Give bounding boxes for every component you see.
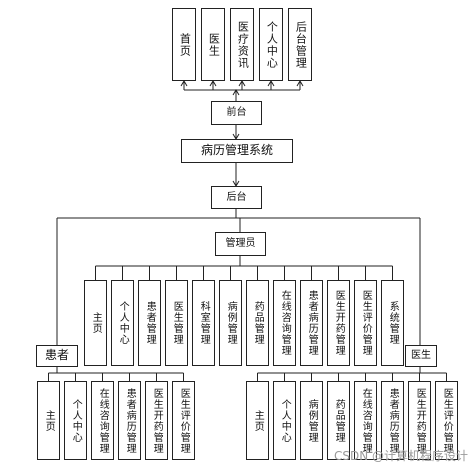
patient-module-box: 主页 <box>37 381 60 460</box>
admin-module-box: 主页 <box>84 280 107 366</box>
top-module-box: 后台管理 <box>288 8 312 81</box>
doctor-module-box: 个人中心 <box>273 381 296 460</box>
patient-module-box: 患者病历管理 <box>118 381 141 460</box>
admin-module-box: 系统管理 <box>381 280 404 366</box>
patient-module-box: 医生开药管理 <box>145 381 168 460</box>
doctor-module-box: 医生评价管理 <box>435 381 458 460</box>
top-module-box: 医疗资讯 <box>230 8 254 81</box>
frontend-node: 前台 <box>211 101 262 125</box>
admin-module-box: 在线咨询管理 <box>273 280 296 366</box>
arrow-head <box>180 80 188 87</box>
admin-module-box: 医生评价管理 <box>354 280 377 366</box>
admin-module-box: 个人中心 <box>111 280 134 366</box>
patient-module-box: 医生评价管理 <box>172 381 195 460</box>
admin-module-box: 患者病历管理 <box>300 280 323 366</box>
doctor-module-box: 病例管理 <box>300 381 323 460</box>
arrow-head <box>267 80 275 87</box>
arrow-head <box>209 80 217 87</box>
watermark: CSDN @计算机程序设计 <box>333 449 468 463</box>
backend-node: 后台 <box>211 186 262 209</box>
admin-module-box: 病例管理 <box>219 280 242 366</box>
doctor-module-box: 在线咨询管理 <box>354 381 377 460</box>
top-module-box: 医生 <box>201 8 225 81</box>
arrow-head <box>296 80 304 87</box>
arrow-head <box>232 89 240 96</box>
admin-module-box: 医生管理 <box>165 280 188 366</box>
doctor-node: 医生 <box>405 345 437 367</box>
patient-node: 患者 <box>36 345 78 367</box>
top-module-box: 首页 <box>172 8 196 81</box>
doctor-module-box: 药品管理 <box>327 381 350 460</box>
admin-module-box: 患者管理 <box>138 280 161 366</box>
doctor-module-box: 患者病历管理 <box>381 381 404 460</box>
doctor-module-box: 医生开药管理 <box>408 381 431 460</box>
arrow-head <box>238 80 246 87</box>
system-root-node: 病历管理系统 <box>181 139 293 163</box>
admin-module-box: 医生开药管理 <box>327 280 350 366</box>
doctor-module-box: 主页 <box>246 381 269 460</box>
top-module-box: 个人中心 <box>259 8 283 81</box>
admin-module-box: 科室管理 <box>192 280 215 366</box>
patient-module-box: 个人中心 <box>64 381 87 460</box>
admin-module-box: 药品管理 <box>246 280 269 366</box>
patient-module-box: 在线咨询管理 <box>91 381 114 460</box>
admin-node: 管理员 <box>215 232 266 256</box>
